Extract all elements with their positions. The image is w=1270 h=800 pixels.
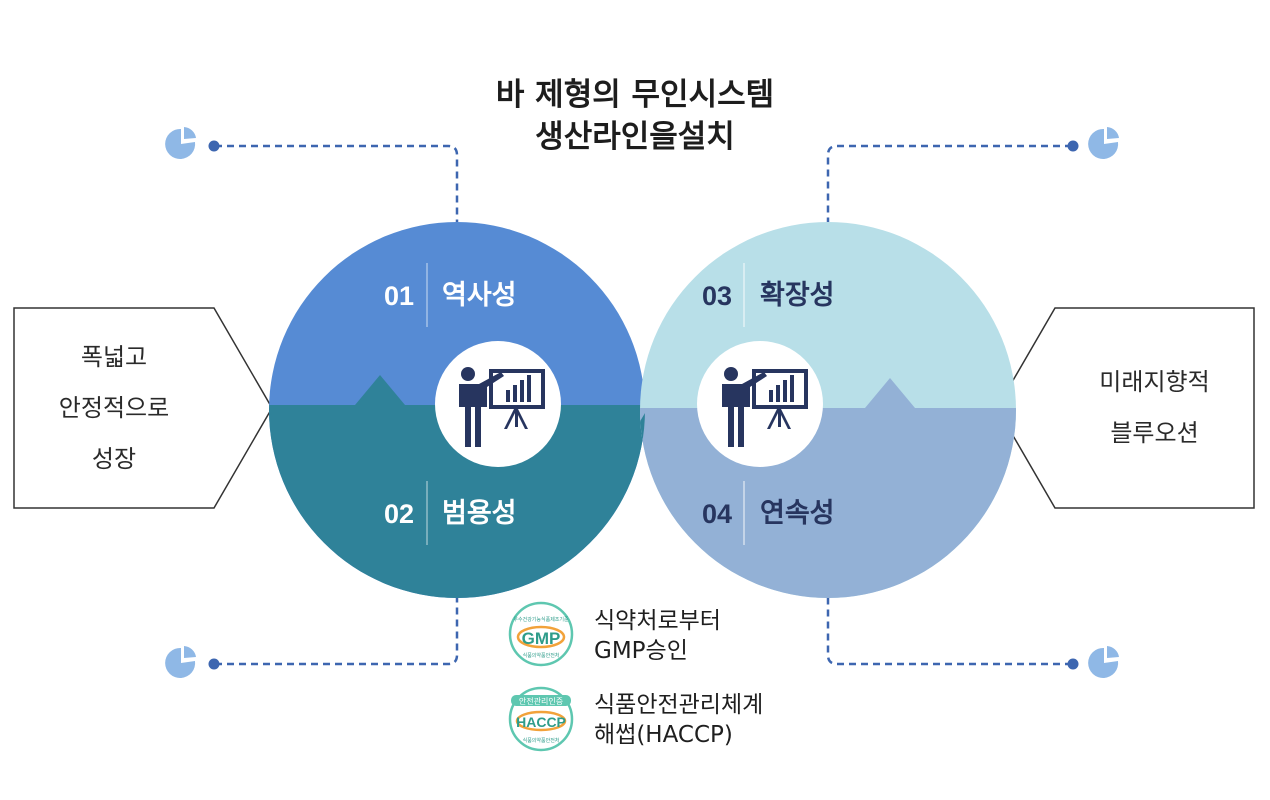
section-02-number: 02 xyxy=(384,499,415,529)
haccp-badge-top: 안전관리인증 xyxy=(519,696,563,706)
haccp-cert-line-1: 식품안전관리체계 xyxy=(594,692,764,718)
haccp-cert-text: 식품안전관리체계 해썹(HACCP) xyxy=(594,690,763,750)
haccp-badge-bottom: 식품의약품안전처 xyxy=(523,737,560,744)
section-03-number: 03 xyxy=(702,281,733,311)
pie-chart-icon xyxy=(1088,646,1119,678)
connector-dot xyxy=(1067,140,1079,152)
right-arrow-box xyxy=(996,307,1255,509)
section-03-label: 확장성 xyxy=(760,280,835,311)
haccp-cert-line-2: 해썹(HACCP) xyxy=(594,722,733,748)
connector-top-left xyxy=(215,144,459,222)
connector-lines xyxy=(215,144,1072,666)
pie-chart-icon xyxy=(1088,127,1119,159)
haccp-badge-text: HACCP xyxy=(516,714,566,730)
pie-chart-icon xyxy=(165,646,196,678)
connector-dot xyxy=(1067,658,1079,670)
right-circle xyxy=(640,222,1016,598)
connector-dot xyxy=(208,140,220,152)
title-line-1: 바 제형의 무인시스템 xyxy=(495,77,775,113)
pie-chart-icon xyxy=(165,127,196,159)
left-arrow-line-2: 안정적으로 xyxy=(58,394,170,422)
diagram-title: 바 제형의 무인시스템 생산라인을설치 xyxy=(435,74,835,158)
gmp-badge-text: GMP xyxy=(522,629,561,648)
left-arrow-line-3: 성장 xyxy=(91,445,137,473)
haccp-badge-icon: 안전관리인증 HACCP 식품의약품안전처 xyxy=(508,686,574,752)
section-04-number: 04 xyxy=(702,499,733,529)
right-arrow-line-2: 블루오션 xyxy=(1110,419,1199,447)
connector-top-right xyxy=(826,144,1072,222)
section-01-label: 역사성 xyxy=(442,280,517,311)
presentation-icon xyxy=(435,341,561,467)
left-arrow-line-1: 폭넓고 xyxy=(80,343,148,371)
left-arrow-text: 폭넓고 안정적으로 성장 xyxy=(14,332,214,485)
presentation-icon xyxy=(697,341,823,467)
gmp-badge-icon: GMP 우수건강기능식품제조기준 식품의약품안전처 xyxy=(508,601,574,667)
gmp-cert-line-2: GMP승인 xyxy=(594,638,688,664)
section-01-number: 01 xyxy=(384,281,415,311)
section-02-label: 범용성 xyxy=(442,498,517,529)
section-04-label: 연속성 xyxy=(760,498,835,529)
right-arrow-text: 미래지향적 블루오션 xyxy=(1055,357,1254,459)
connector-bottom-left xyxy=(215,598,459,666)
connector-bottom-right xyxy=(826,598,1072,666)
gmp-badge-bottom: 식품의약품안전처 xyxy=(523,652,560,659)
connector-dot xyxy=(208,658,220,670)
gmp-cert-text: 식약처로부터 GMP승인 xyxy=(594,606,721,666)
right-arrow-line-1: 미래지향적 xyxy=(1099,368,1210,396)
gmp-cert-line-1: 식약처로부터 xyxy=(594,608,721,634)
title-line-2: 생산라인을설치 xyxy=(535,119,735,155)
gmp-badge-top: 우수건강기능식품제조기준 xyxy=(513,616,569,623)
connector-dots xyxy=(208,140,1079,670)
left-arrow-box xyxy=(13,307,273,509)
